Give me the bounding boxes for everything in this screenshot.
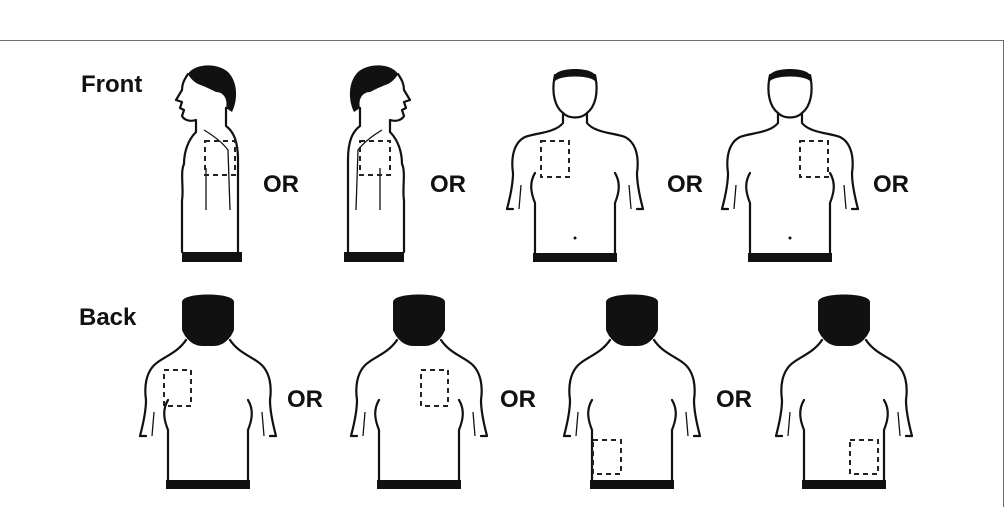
- front-row-label: Front: [81, 71, 142, 99]
- front-torso-figure-2: [720, 63, 860, 263]
- or-label: OR: [716, 386, 752, 414]
- or-label: OR: [667, 171, 703, 199]
- patch-area: [205, 141, 235, 175]
- patch-area: [800, 141, 828, 177]
- or-label: OR: [430, 171, 466, 199]
- front-torso-figure-1: [505, 63, 645, 263]
- back-torso-figure-3: [562, 290, 702, 492]
- or-label: OR: [873, 171, 909, 199]
- side-profile-left-figure: [170, 60, 250, 265]
- back-torso-figure-4: [774, 290, 914, 492]
- patch-area: [593, 440, 621, 474]
- back-torso-figure-1: [138, 290, 278, 492]
- side-profile-right-figure: [336, 60, 416, 265]
- or-label: OR: [263, 171, 299, 199]
- patch-area: [850, 440, 878, 474]
- patch-area: [360, 141, 390, 175]
- back-torso-figure-2: [349, 290, 489, 492]
- patch-area: [421, 370, 448, 406]
- or-label: OR: [500, 386, 536, 414]
- or-label: OR: [287, 386, 323, 414]
- patch-area: [541, 141, 569, 177]
- back-row-label: Back: [79, 304, 136, 332]
